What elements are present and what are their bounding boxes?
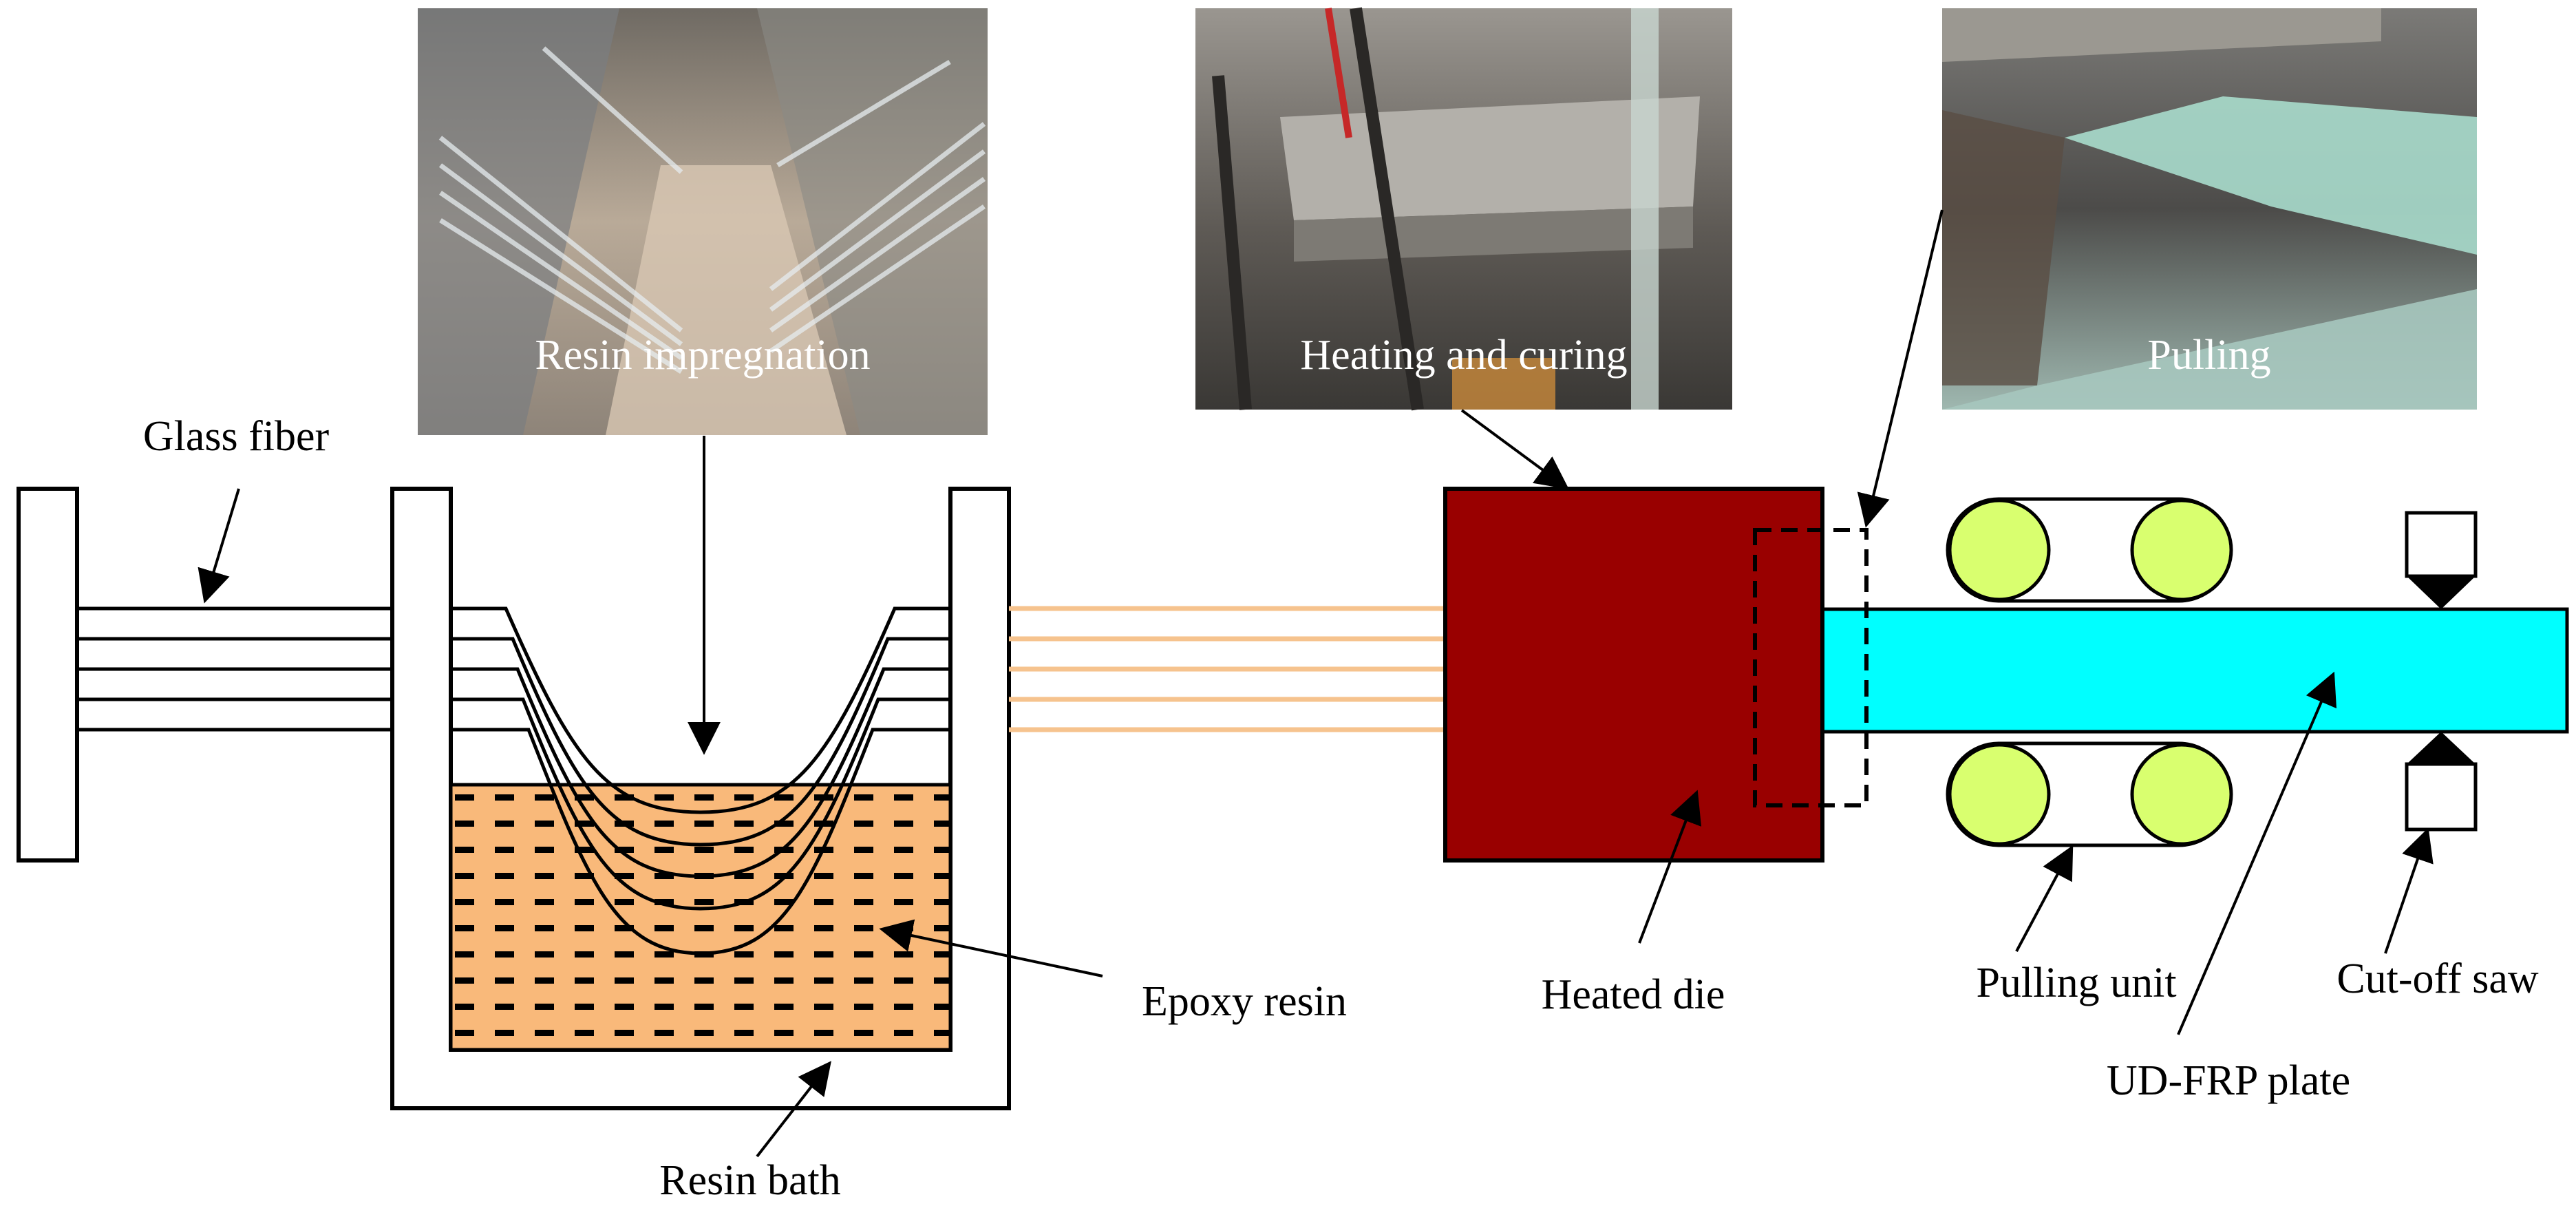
cut-off-saw-label: Cut-off saw: [2337, 955, 2539, 1002]
resin-bath: [390, 487, 1011, 1110]
pulling-unit: [1946, 497, 2233, 847]
pulling-photo: Pulling: [1942, 8, 2477, 410]
heating-and-curing-label: Heating and curing: [1300, 332, 1627, 379]
ud-frp-plate-label: UD-FRP plate: [2107, 1057, 2350, 1104]
heated-die: [1443, 487, 1824, 863]
cut-off-saw: [2405, 511, 2478, 832]
die-exit-zone: [1753, 528, 1869, 807]
leader-arrows: [198, 209, 2434, 1158]
pulling-label: Pulling: [2147, 332, 2270, 379]
resin-impregnation-photo: Resin impregnation: [418, 8, 988, 435]
glass-fiber-label: Glass fiber: [143, 413, 330, 460]
pulling-unit-label: Pulling unit: [1976, 960, 2176, 1006]
ud-frp-plate: [1820, 607, 2569, 734]
epoxy-resin-label: Epoxy resin: [1142, 978, 1347, 1025]
heating-and-curing-photo: Heating and curing: [1195, 7, 1732, 411]
resin-bath-label: Resin bath: [659, 1157, 840, 1204]
resin-impregnation-label: Resin impregnation: [535, 332, 870, 379]
glass-fiber-strands: [77, 606, 1445, 955]
heated-die-label: Heated die: [1542, 971, 1725, 1018]
fiber-creel: [17, 487, 79, 863]
